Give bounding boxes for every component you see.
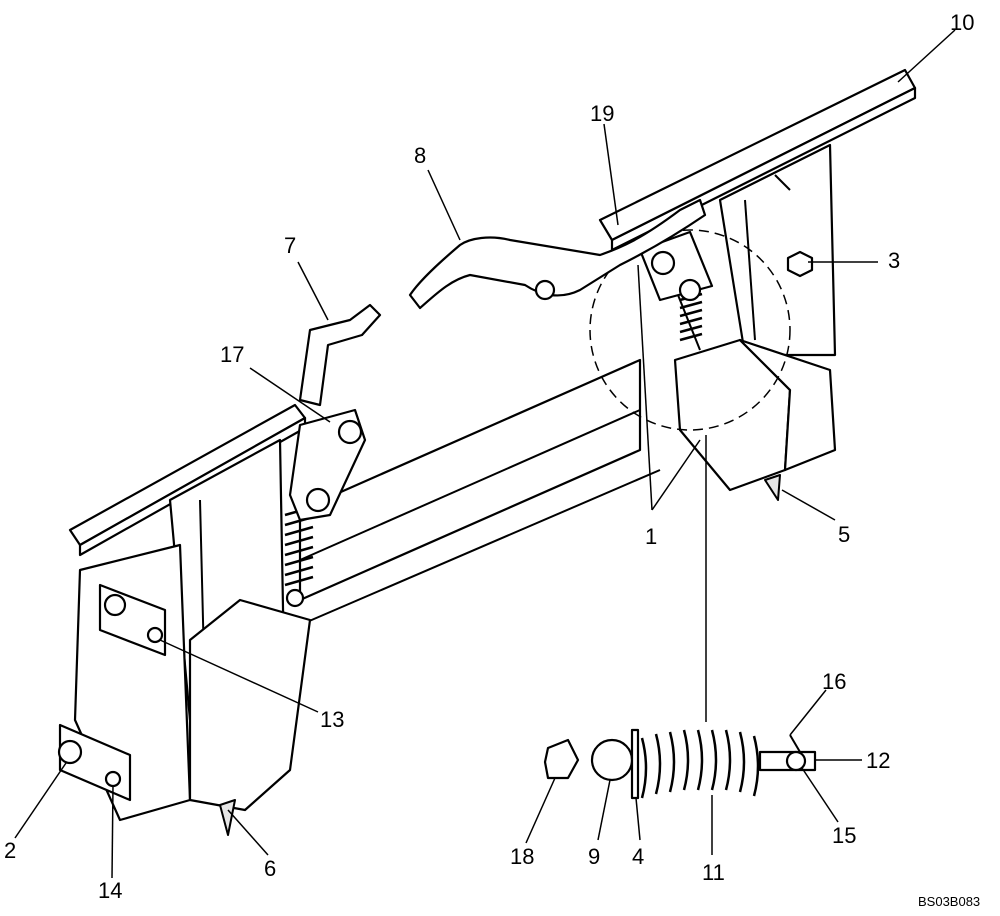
leader-lines [14, 29, 956, 879]
nut-3 [786, 250, 814, 278]
callout-19: 19 [590, 101, 614, 126]
callout-5: 5 [838, 522, 850, 547]
handle-8 [408, 198, 707, 310]
callout-7: 7 [284, 233, 296, 258]
detail-circle [589, 229, 791, 431]
callout-1: 1 [645, 524, 657, 549]
right-pivot-link [638, 230, 714, 302]
callout-3: 3 [888, 248, 900, 273]
left-pivot-link [288, 408, 367, 522]
callout-2: 2 [4, 838, 16, 863]
callout-6: 6 [264, 856, 276, 881]
lower-clamp-plate [57, 723, 132, 802]
callout-18: 18 [510, 844, 534, 869]
callout-14: 14 [98, 878, 122, 903]
callout-4: 4 [632, 844, 644, 869]
upper-clamp-plate [98, 583, 167, 657]
callout-13: 13 [320, 707, 344, 732]
right-mounting-plate [598, 68, 917, 357]
right-spring [677, 292, 703, 351]
callout-11: 11 [702, 860, 725, 885]
callout-10: 10 [950, 10, 974, 35]
cross-tube [298, 358, 661, 626]
callout-12: 12 [866, 748, 890, 773]
callout-17: 17 [220, 342, 244, 367]
handle-7 [298, 303, 382, 407]
exploded-spring-assembly [543, 728, 817, 800]
callout-15: 15 [832, 823, 856, 848]
callout-9: 9 [588, 844, 600, 869]
callout-8: 8 [414, 143, 426, 168]
drawing-code: BS03B083 [918, 894, 980, 909]
right-wedge [673, 338, 837, 501]
callout-16: 16 [822, 669, 846, 694]
